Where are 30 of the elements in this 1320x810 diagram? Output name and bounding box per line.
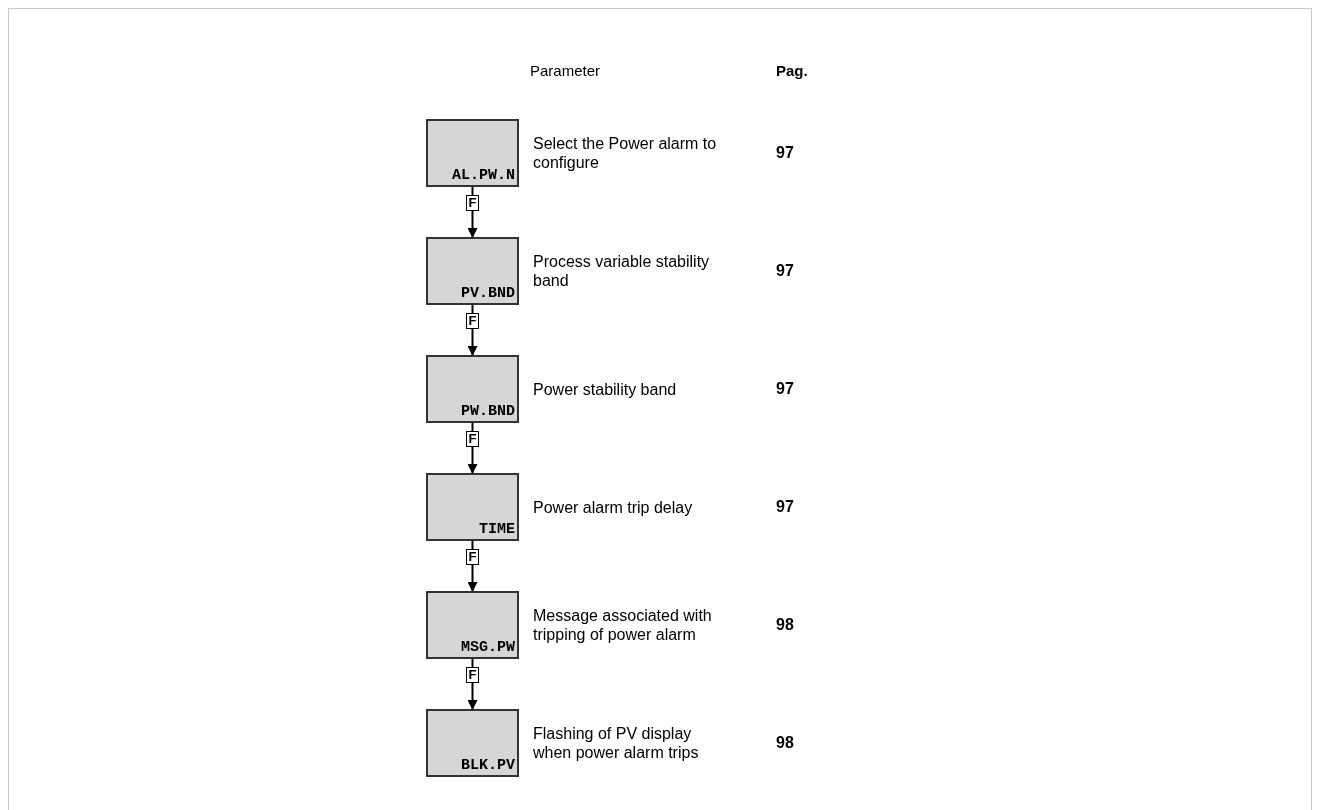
page-number: 97 [776,261,794,280]
parameter-description: Flashing of PV display when power alarm trips [533,724,700,762]
column-header: Parameter [530,61,601,81]
parameter-display: BLK.PV [426,709,519,777]
edge-label: F [465,549,480,565]
parameter-display: MSG.PW [426,591,519,659]
arrow [467,540,478,592]
page-number: 98 [776,615,794,634]
arrow [467,304,478,356]
parameter-display: PV.BND [426,237,519,305]
column-header: Pag. [776,61,808,81]
page-number: 98 [776,733,794,752]
parameter-description: Message associated with tripping of power alarm [533,606,713,644]
edge-label: F [465,431,480,447]
arrow [467,658,478,710]
parameter-display: AL.PW.N [426,119,519,187]
page-number: 97 [776,497,794,516]
parameter-display: TIME [426,473,519,541]
parameter-description: Power stability band [533,379,678,399]
parameter-description: Process variable stability band [533,252,711,290]
parameter-description: Select the Power alarm to configure [533,134,718,172]
parameter-description: Power alarm trip delay [533,497,694,517]
arrow [467,422,478,474]
parameter-display: PW.BND [426,355,519,423]
page-number: 97 [776,379,794,398]
arrow [467,186,478,238]
edge-label: F [465,313,480,329]
edge-label: F [465,667,480,683]
page-number: 97 [776,143,794,162]
edge-label: F [465,195,480,211]
